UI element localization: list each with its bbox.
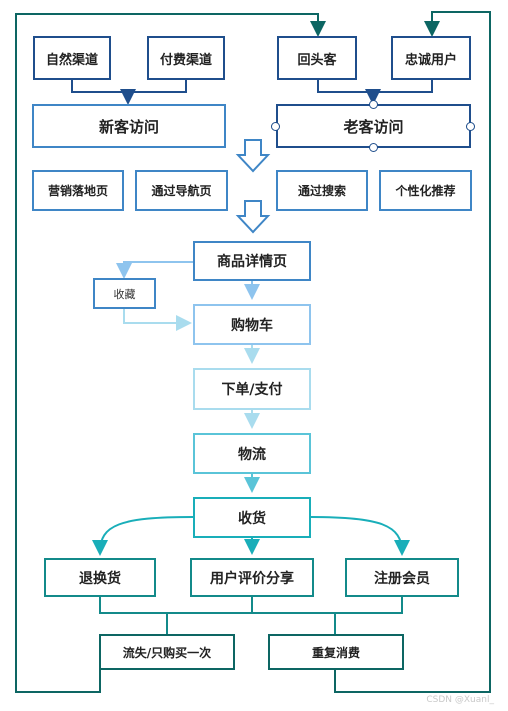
cart-node: 购物车 — [193, 304, 311, 345]
favorite-to-cart — [123, 309, 192, 331]
selection-handle — [369, 100, 378, 109]
bottom-split — [99, 597, 403, 634]
marketing-landing-node: 营销落地页 — [32, 170, 124, 211]
block-arrow-2 — [235, 200, 271, 234]
selection-handle — [369, 143, 378, 152]
receive-node: 收货 — [193, 497, 311, 538]
watermark: CSDN @Xuanl_ — [426, 695, 494, 705]
old-visit-node: 老客访问 — [276, 104, 471, 148]
block-arrow-1 — [235, 139, 271, 173]
merge-new-channels — [71, 80, 187, 101]
via-search-node: 通过搜索 — [276, 170, 368, 211]
loop-churn-to-returning — [15, 13, 326, 693]
favorite-node: 收藏 — [93, 278, 156, 309]
churn-once-node: 流失/只购买一次 — [99, 634, 235, 670]
repurchase-node: 重复消费 — [268, 634, 404, 670]
return-exchange-node: 退换货 — [44, 558, 156, 597]
selection-handle — [271, 122, 280, 131]
receive-to-return — [92, 516, 194, 556]
paid-channel-node: 付费渠道 — [147, 36, 225, 80]
product-detail-node: 商品详情页 — [193, 241, 311, 281]
via-navigation-node: 通过导航页 — [135, 170, 228, 211]
selection-handle — [466, 122, 475, 131]
receive-to-member — [310, 516, 410, 556]
register-member-node: 注册会员 — [345, 558, 459, 597]
new-visit-node: 新客访问 — [32, 104, 226, 148]
logistics-node: 物流 — [193, 433, 311, 474]
returning-customer-node: 回头客 — [277, 36, 357, 80]
loyal-user-node: 忠诚用户 — [391, 36, 471, 80]
personalized-rec-node: 个性化推荐 — [379, 170, 472, 211]
natural-channel-node: 自然渠道 — [33, 36, 111, 80]
merge-old-channels — [317, 80, 433, 101]
review-share-node: 用户评价分享 — [190, 558, 314, 597]
detail-to-favorite — [116, 261, 193, 279]
order-pay-node: 下单/支付 — [193, 368, 311, 410]
loop-repurchase-to-loyal — [334, 11, 491, 693]
